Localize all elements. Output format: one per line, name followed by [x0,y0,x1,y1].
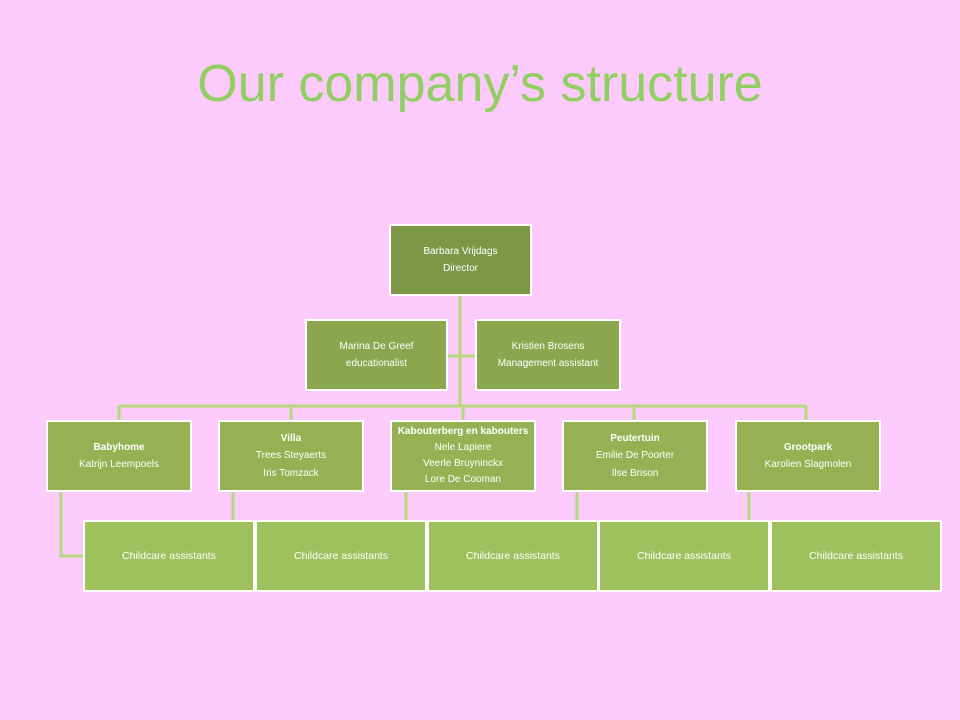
assistant-box-educationalist[interactable]: Marina De Greef educationalist [305,319,448,391]
unit-name: Kabouterberg en kabouters [397,426,529,437]
staff-label: Childcare assistants [122,549,216,562]
staff-box-kabouterberg[interactable]: Childcare assistants [427,520,599,592]
unit-person: Ilse Brison [611,467,659,479]
unit-name: Babyhome [93,441,145,453]
assistant-name: Kristien Brosens [511,340,585,352]
director-role: Director [442,263,478,274]
unit-name: Villa [280,432,302,444]
assistant-box-management[interactable]: Kristien Brosens Management assistant [475,319,621,391]
staff-box-peutertuin[interactable]: Childcare assistants [598,520,770,592]
unit-person: Karolien Slagmolen [764,459,852,470]
staff-label: Childcare assistants [809,549,903,562]
staff-label: Childcare assistants [294,549,388,562]
director-box[interactable]: Barbara Vrijdags Director [389,224,532,296]
staff-connector [59,491,84,558]
unit-box-villa[interactable]: Villa Trees Steyaerts Iris Tomzack [218,420,364,492]
unit-box-kabouterberg[interactable]: Kabouterberg en kabouters Nele Lapiere V… [390,420,536,492]
staff-box-grootpark[interactable]: Childcare assistants [770,520,942,592]
unit-person: Emilie De Poorter [595,450,675,462]
staff-label: Childcare assistants [466,549,560,562]
assistant-role: Management assistant [497,358,599,369]
unit-person: Trees Steyaerts [255,450,327,462]
unit-box-babyhome[interactable]: Babyhome Katrijn Leempoels [46,420,192,492]
staff-box-villa[interactable]: Childcare assistants [255,520,427,592]
unit-person: Veerle Bruyninckx [422,458,504,469]
unit-box-grootpark[interactable]: Grootpark Karolien Slagmolen [735,420,881,492]
unit-person: Lore De Cooman [424,474,502,485]
unit-person: Iris Tomzack [263,467,319,479]
unit-name: Grootpark [783,441,833,453]
staff-label: Childcare assistants [637,549,731,562]
unit-person: Nele Lapiere [434,442,492,453]
assistant-name: Marina De Greef [339,340,414,352]
staff-box-babyhome[interactable]: Childcare assistants [83,520,255,592]
assistant-role: educationalist [345,358,408,369]
director-name: Barbara Vrijdags [423,245,498,257]
unit-box-peutertuin[interactable]: Peutertuin Emilie De Poorter Ilse Brison [562,420,708,492]
unit-name: Peutertuin [610,432,660,444]
slide-title: Our company’s structure [197,55,763,113]
unit-person: Katrijn Leempoels [78,459,160,470]
